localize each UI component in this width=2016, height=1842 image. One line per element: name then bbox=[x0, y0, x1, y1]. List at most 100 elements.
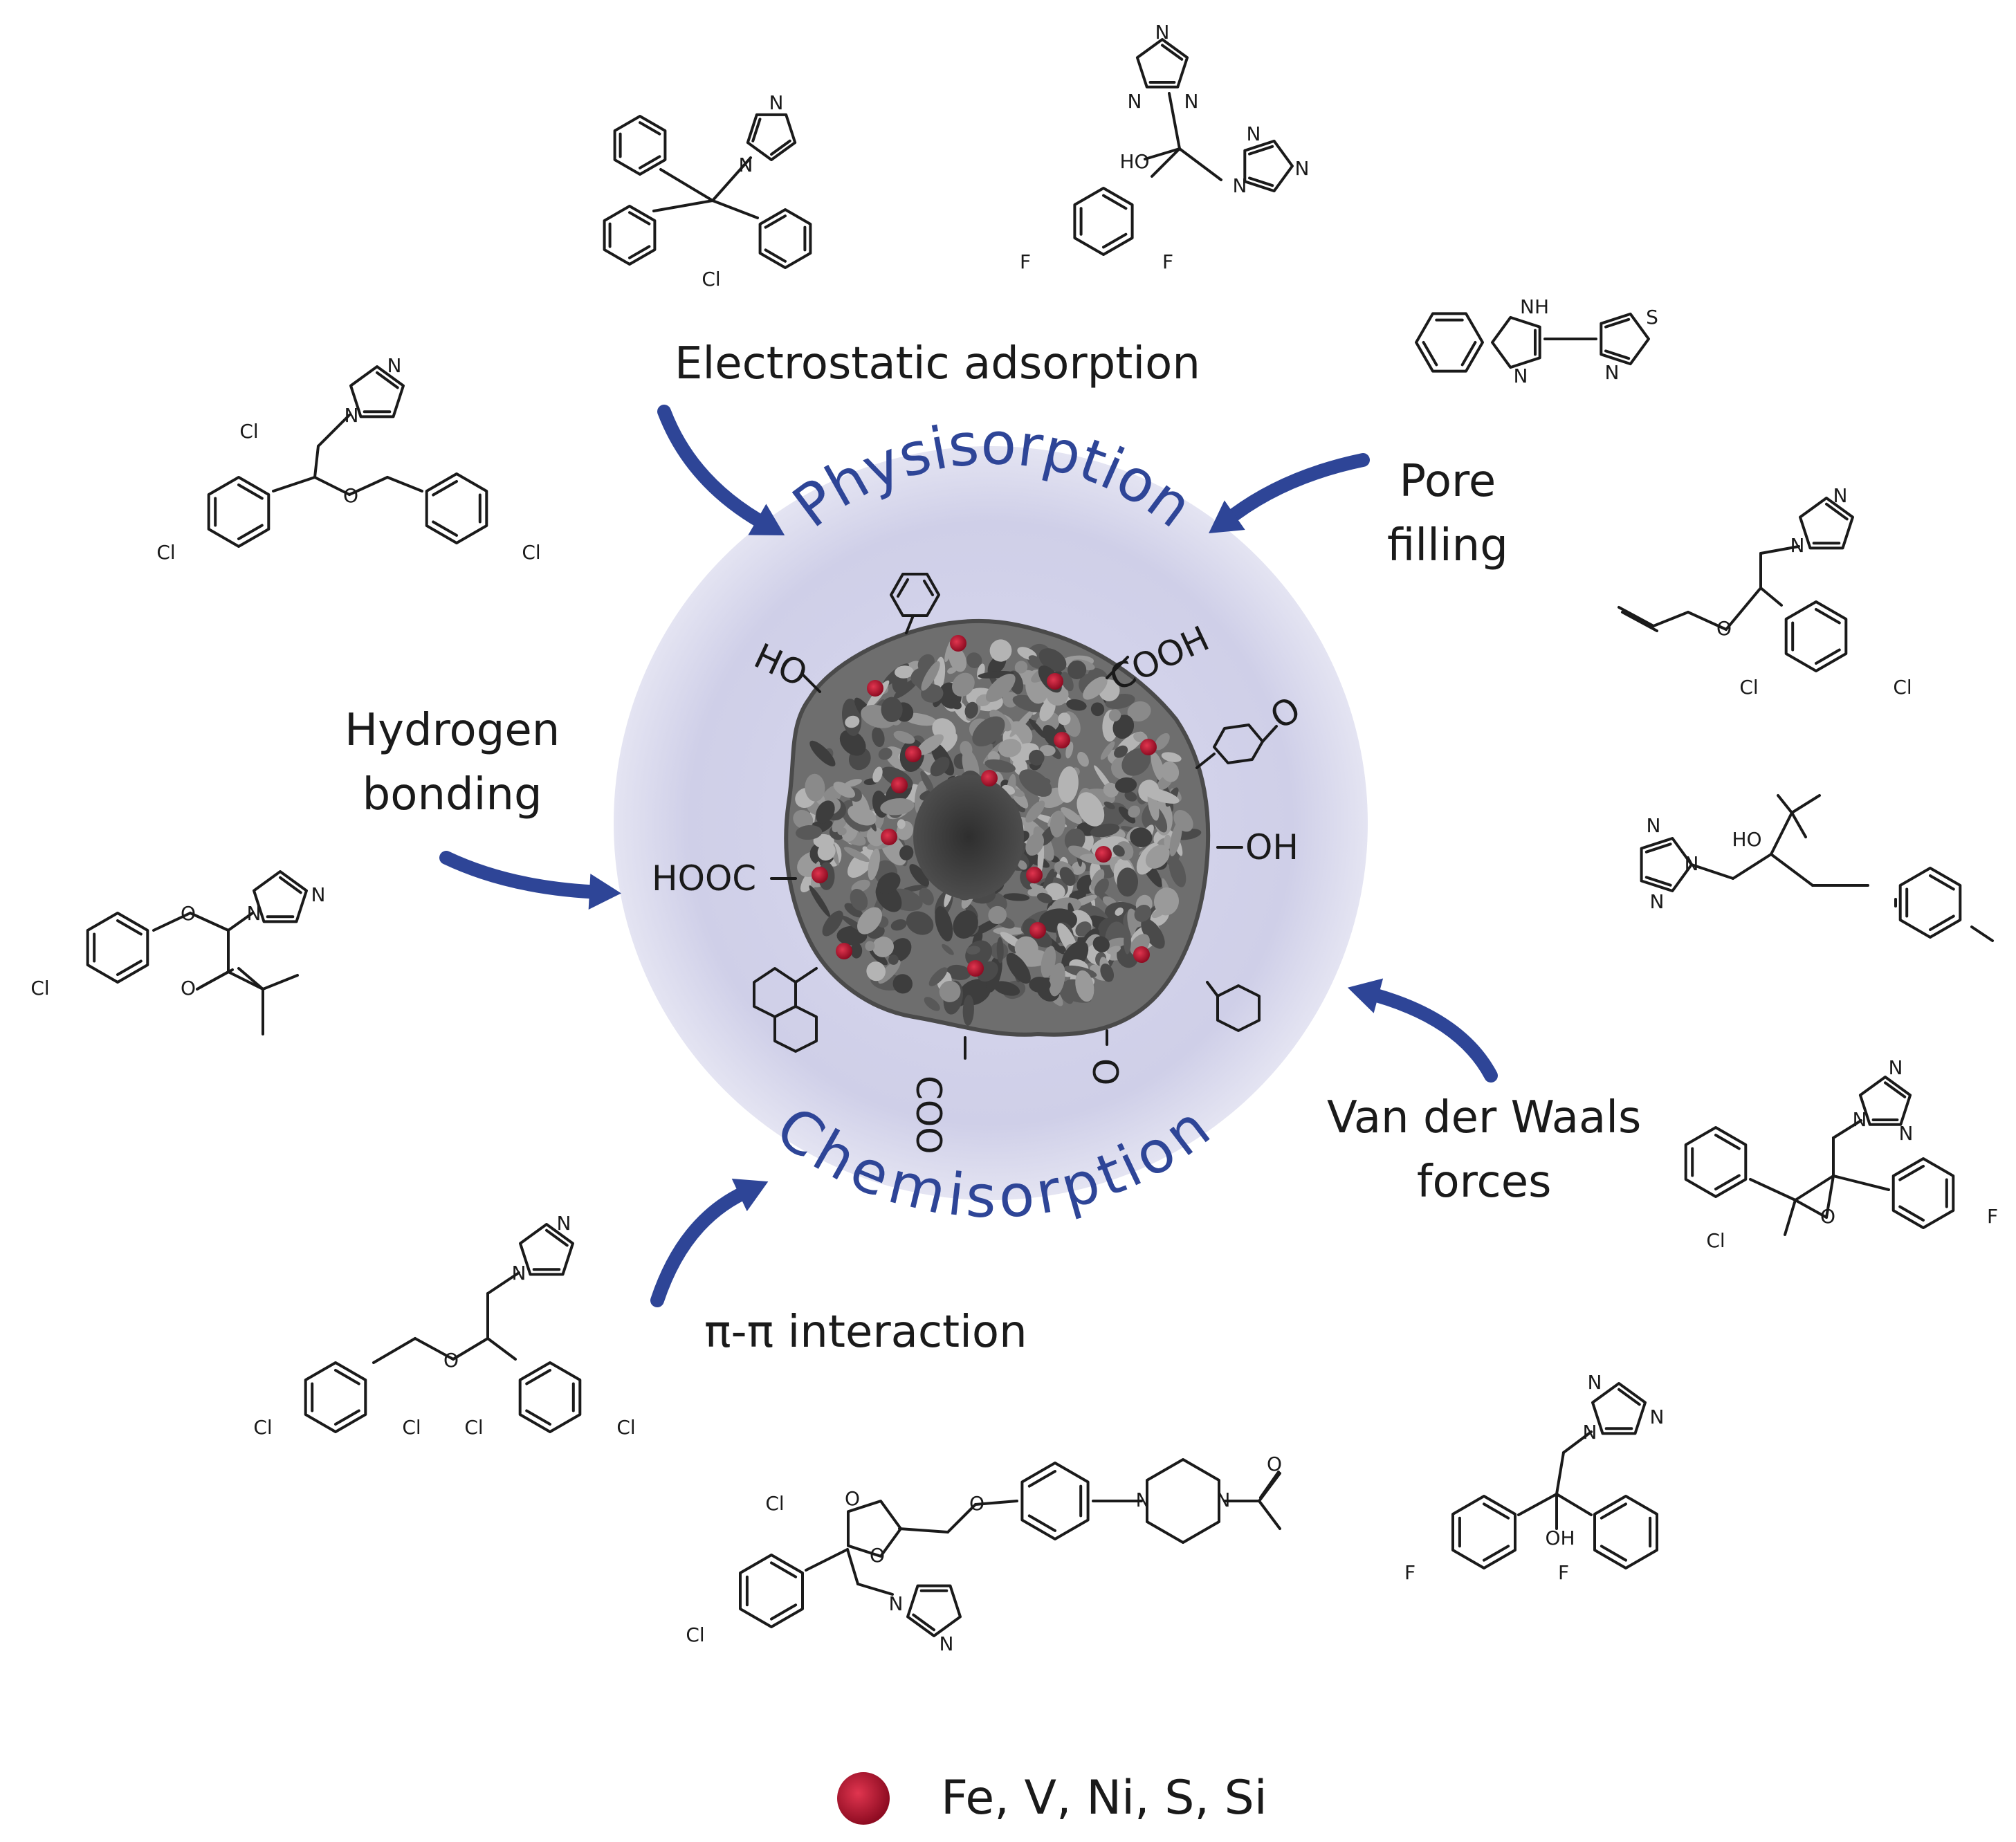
particle-speck bbox=[1100, 964, 1115, 982]
atom-label: N bbox=[1833, 484, 1848, 507]
particle-speck bbox=[1029, 977, 1051, 993]
particle-speck bbox=[857, 907, 882, 934]
atom-label: Cl bbox=[616, 1416, 635, 1439]
particle-speck bbox=[866, 827, 885, 847]
surface-carbonyl-o: O bbox=[1085, 1058, 1125, 1085]
particle-speck bbox=[1145, 845, 1170, 869]
particle-speck bbox=[1112, 715, 1135, 739]
atom-label: N bbox=[1128, 90, 1142, 113]
atom-label: Cl bbox=[239, 420, 258, 443]
metal-dot bbox=[1026, 867, 1043, 883]
particle-speck bbox=[928, 967, 948, 986]
arrow-hydrogen-bonding bbox=[439, 851, 621, 910]
atom-label: Cl bbox=[686, 1623, 704, 1646]
particle-speck bbox=[899, 845, 914, 860]
atom-label: Cl bbox=[522, 541, 540, 564]
particle-speck bbox=[878, 748, 892, 760]
atom-label: HO bbox=[1119, 150, 1149, 173]
particle-speck bbox=[1141, 918, 1165, 949]
particle-speck bbox=[1124, 929, 1131, 955]
atom-label: O bbox=[181, 902, 196, 925]
particle-speck bbox=[998, 739, 1022, 757]
atom-label: N bbox=[1899, 1122, 1914, 1145]
particle-speck bbox=[909, 864, 929, 887]
particle-speck bbox=[1019, 769, 1052, 797]
atom-label: O bbox=[343, 484, 358, 507]
atom-label: S bbox=[1646, 306, 1658, 329]
particle-speck bbox=[1025, 833, 1045, 856]
metal-dot bbox=[881, 829, 897, 845]
particle-speck bbox=[881, 697, 903, 722]
particle-speck bbox=[1036, 892, 1053, 903]
particle-speck bbox=[962, 995, 974, 1026]
atom-label: N bbox=[1247, 122, 1261, 145]
particle-speck bbox=[919, 887, 934, 905]
particle-speck bbox=[1049, 962, 1065, 997]
atom-label: Cl bbox=[402, 1416, 421, 1439]
particle-speck bbox=[920, 771, 935, 793]
hbond-line1: Hydrogen bbox=[345, 705, 560, 756]
atom-label: O bbox=[181, 977, 196, 1000]
surface-phenyl-top bbox=[890, 573, 940, 617]
particle-speck bbox=[805, 773, 825, 802]
particle-speck bbox=[1169, 820, 1182, 857]
atom-label: Cl bbox=[1893, 676, 1912, 699]
metal-dot bbox=[950, 635, 966, 652]
particle-speck bbox=[949, 647, 967, 672]
particle-speck bbox=[1151, 908, 1165, 919]
particle-speck bbox=[1017, 860, 1027, 870]
atom-label: F bbox=[1404, 1561, 1415, 1584]
particle-speck bbox=[850, 942, 863, 959]
particle-speck bbox=[866, 961, 886, 982]
atom-label: N bbox=[1184, 90, 1199, 113]
atom-label: Cl bbox=[1706, 1229, 1725, 1252]
atom-label: N bbox=[1650, 890, 1665, 913]
atom-label: Cl bbox=[253, 1416, 272, 1439]
label-pi-pi-interaction: π-π interaction bbox=[704, 1307, 1027, 1358]
atom-label: N bbox=[769, 91, 784, 114]
atom-label: Cl bbox=[1739, 676, 1758, 699]
metal-dot bbox=[905, 746, 922, 762]
particle-speck bbox=[949, 699, 962, 710]
pore-line1: Pore bbox=[1399, 456, 1496, 507]
particle-speck bbox=[1169, 856, 1186, 887]
particle-speck bbox=[1038, 648, 1067, 672]
atom-label: N bbox=[512, 1262, 526, 1284]
metal-dot bbox=[981, 770, 998, 786]
particle-speck bbox=[966, 946, 980, 955]
particle-speck bbox=[822, 910, 843, 937]
particle-speck bbox=[877, 872, 901, 894]
particle-speck bbox=[1090, 869, 1105, 891]
atom-label: N bbox=[1233, 174, 1247, 197]
atom-label: N bbox=[345, 404, 359, 427]
particle-speck bbox=[935, 906, 953, 941]
particle-speck bbox=[1009, 709, 1034, 737]
pore-line2: filling bbox=[1387, 519, 1508, 571]
surface-hooc: HOOC bbox=[652, 858, 756, 899]
particle-speck bbox=[1061, 807, 1083, 825]
particle-speck bbox=[1151, 752, 1166, 783]
particle-speck bbox=[1153, 887, 1180, 916]
particle-speck bbox=[946, 964, 971, 980]
particle-speck bbox=[1134, 904, 1152, 922]
particle-speck bbox=[966, 652, 982, 668]
atom-label: N bbox=[1583, 1421, 1597, 1444]
atom-label: N bbox=[557, 1212, 571, 1235]
vdw-line1: Van der Waals bbox=[1327, 1092, 1642, 1143]
particle-speck bbox=[1041, 946, 1056, 979]
particle-speck bbox=[989, 639, 1012, 662]
particle-speck bbox=[1142, 787, 1180, 804]
surface-quinone bbox=[1213, 724, 1278, 764]
particle-speck bbox=[816, 800, 835, 824]
atom-label: O bbox=[1267, 1453, 1282, 1475]
particle-speck bbox=[917, 734, 944, 755]
metal-dots bbox=[812, 635, 1157, 977]
particle-speck bbox=[1058, 766, 1079, 803]
particle-speck bbox=[921, 661, 940, 691]
